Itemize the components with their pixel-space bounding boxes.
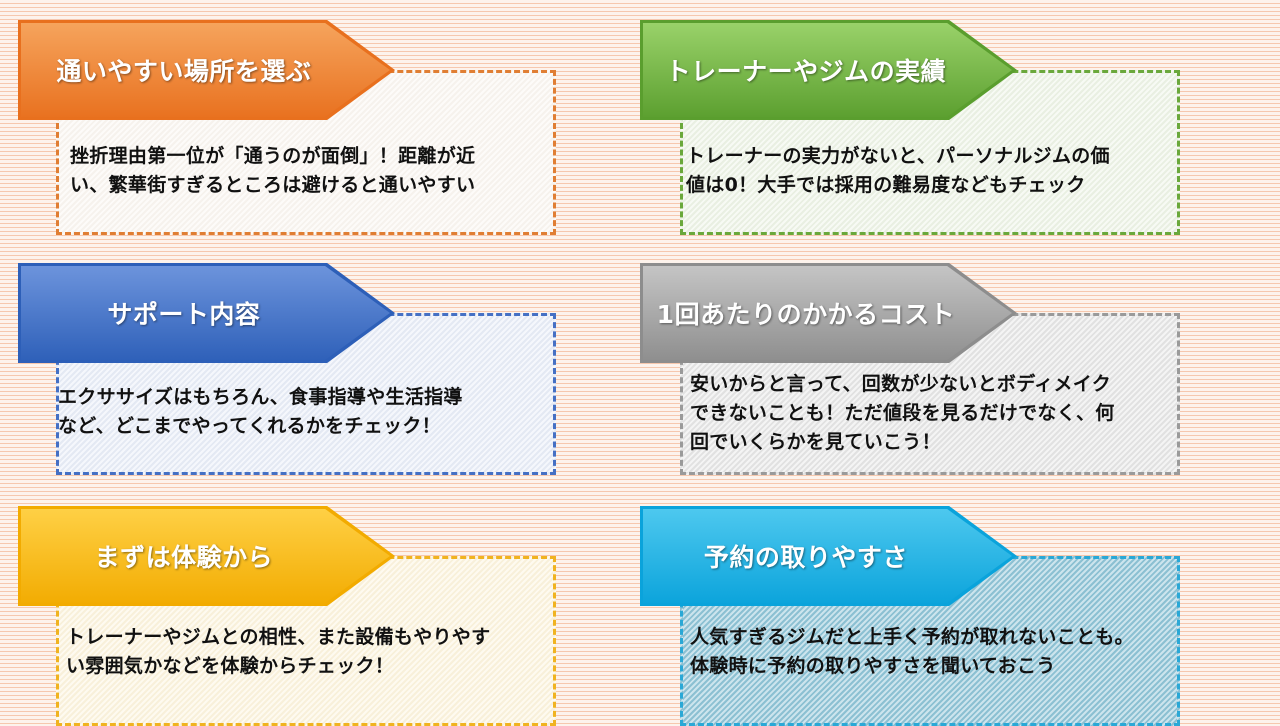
card-title: 予約の取りやすさ [703, 543, 908, 572]
card-cost: 安いからと言って、回数が少ないとボディメイクできないことも！ただ値段を見るだけで… [640, 263, 1240, 483]
card-title: 1回あたりのかかるコスト [656, 300, 956, 329]
description-line: できないことも！ただ値段を見るだけでなく、何 [690, 402, 1115, 424]
description-line: い、繁華街すぎるところは避けると通いやすい [70, 174, 476, 196]
card-header-arrow: まずは体験から [18, 506, 395, 606]
card-header-arrow: 予約の取りやすさ [640, 506, 1017, 606]
card-title: サポート内容 [107, 300, 261, 329]
description-line: 人気すぎるジムだと上手く予約が取れないことも。 [690, 626, 1134, 648]
card-support: エクササイズはもちろん、食事指導や生活指導など、どこまでやってくれるかをチェック… [18, 263, 618, 483]
card-header-arrow: 1回あたりのかかるコスト [640, 263, 1017, 363]
card-description: エクササイズはもちろん、食事指導や生活指導など、どこまでやってくれるかをチェック… [58, 383, 463, 441]
card-location: 挫折理由第一位が「通うのが面倒」！距離が近い、繁華街すぎるところは避けると通いや… [18, 20, 618, 240]
description-line: など、どこまでやってくれるかをチェック！ [58, 415, 441, 437]
card-description: トレーナーの実力がないと、パーソナルジムの価値は0！大手では採用の難易度などもチ… [686, 142, 1110, 200]
card-title: 通いやすい場所を選ぶ [56, 57, 312, 86]
card-trainer-record: トレーナーの実力がないと、パーソナルジムの価値は0！大手では採用の難易度などもチ… [640, 20, 1240, 240]
description-line: 値は0！大手では採用の難易度などもチェック [686, 174, 1086, 196]
description-line: 体験時に予約の取りやすさを聞いておこう [690, 655, 1056, 677]
card-description: 安いからと言って、回数が少ないとボディメイクできないことも！ただ値段を見るだけで… [690, 370, 1115, 457]
card-header-arrow: トレーナーやジムの実績 [640, 20, 1017, 120]
description-line: トレーナーやジムとの相性、また設備もやりやす [66, 626, 491, 648]
card-title: まずは体験から [94, 543, 274, 572]
card-booking: 人気すぎるジムだと上手く予約が取れないことも。体験時に予約の取りやすさを聞いてお… [640, 506, 1240, 726]
description-line: 回でいくらかを見ていこう！ [690, 431, 941, 453]
card-title: トレーナーやジムの実績 [665, 57, 947, 86]
card-description: トレーナーやジムとの相性、また設備もやりやすい雰囲気かなどを体験からチェック！ [66, 623, 490, 681]
card-description: 挫折理由第一位が「通うのが面倒」！距離が近い、繁華街すぎるところは避けると通いや… [70, 142, 475, 200]
card-header-arrow: サポート内容 [18, 263, 395, 363]
card-trial: トレーナーやジムとの相性、また設備もやりやすい雰囲気かなどを体験からチェック！ ま… [18, 506, 618, 726]
card-header-arrow: 通いやすい場所を選ぶ [18, 20, 395, 120]
description-line: い雰囲気かなどを体験からチェック！ [66, 655, 395, 677]
description-line: トレーナーの実力がないと、パーソナルジムの価 [686, 145, 1110, 167]
description-line: 挫折理由第一位が「通うのが面倒」！距離が近 [70, 145, 476, 167]
description-line: 安いからと言って、回数が少ないとボディメイク [690, 373, 1111, 395]
card-description: 人気すぎるジムだと上手く予約が取れないことも。体験時に予約の取りやすさを聞いてお… [690, 623, 1134, 681]
description-line: エクササイズはもちろん、食事指導や生活指導 [58, 386, 463, 408]
